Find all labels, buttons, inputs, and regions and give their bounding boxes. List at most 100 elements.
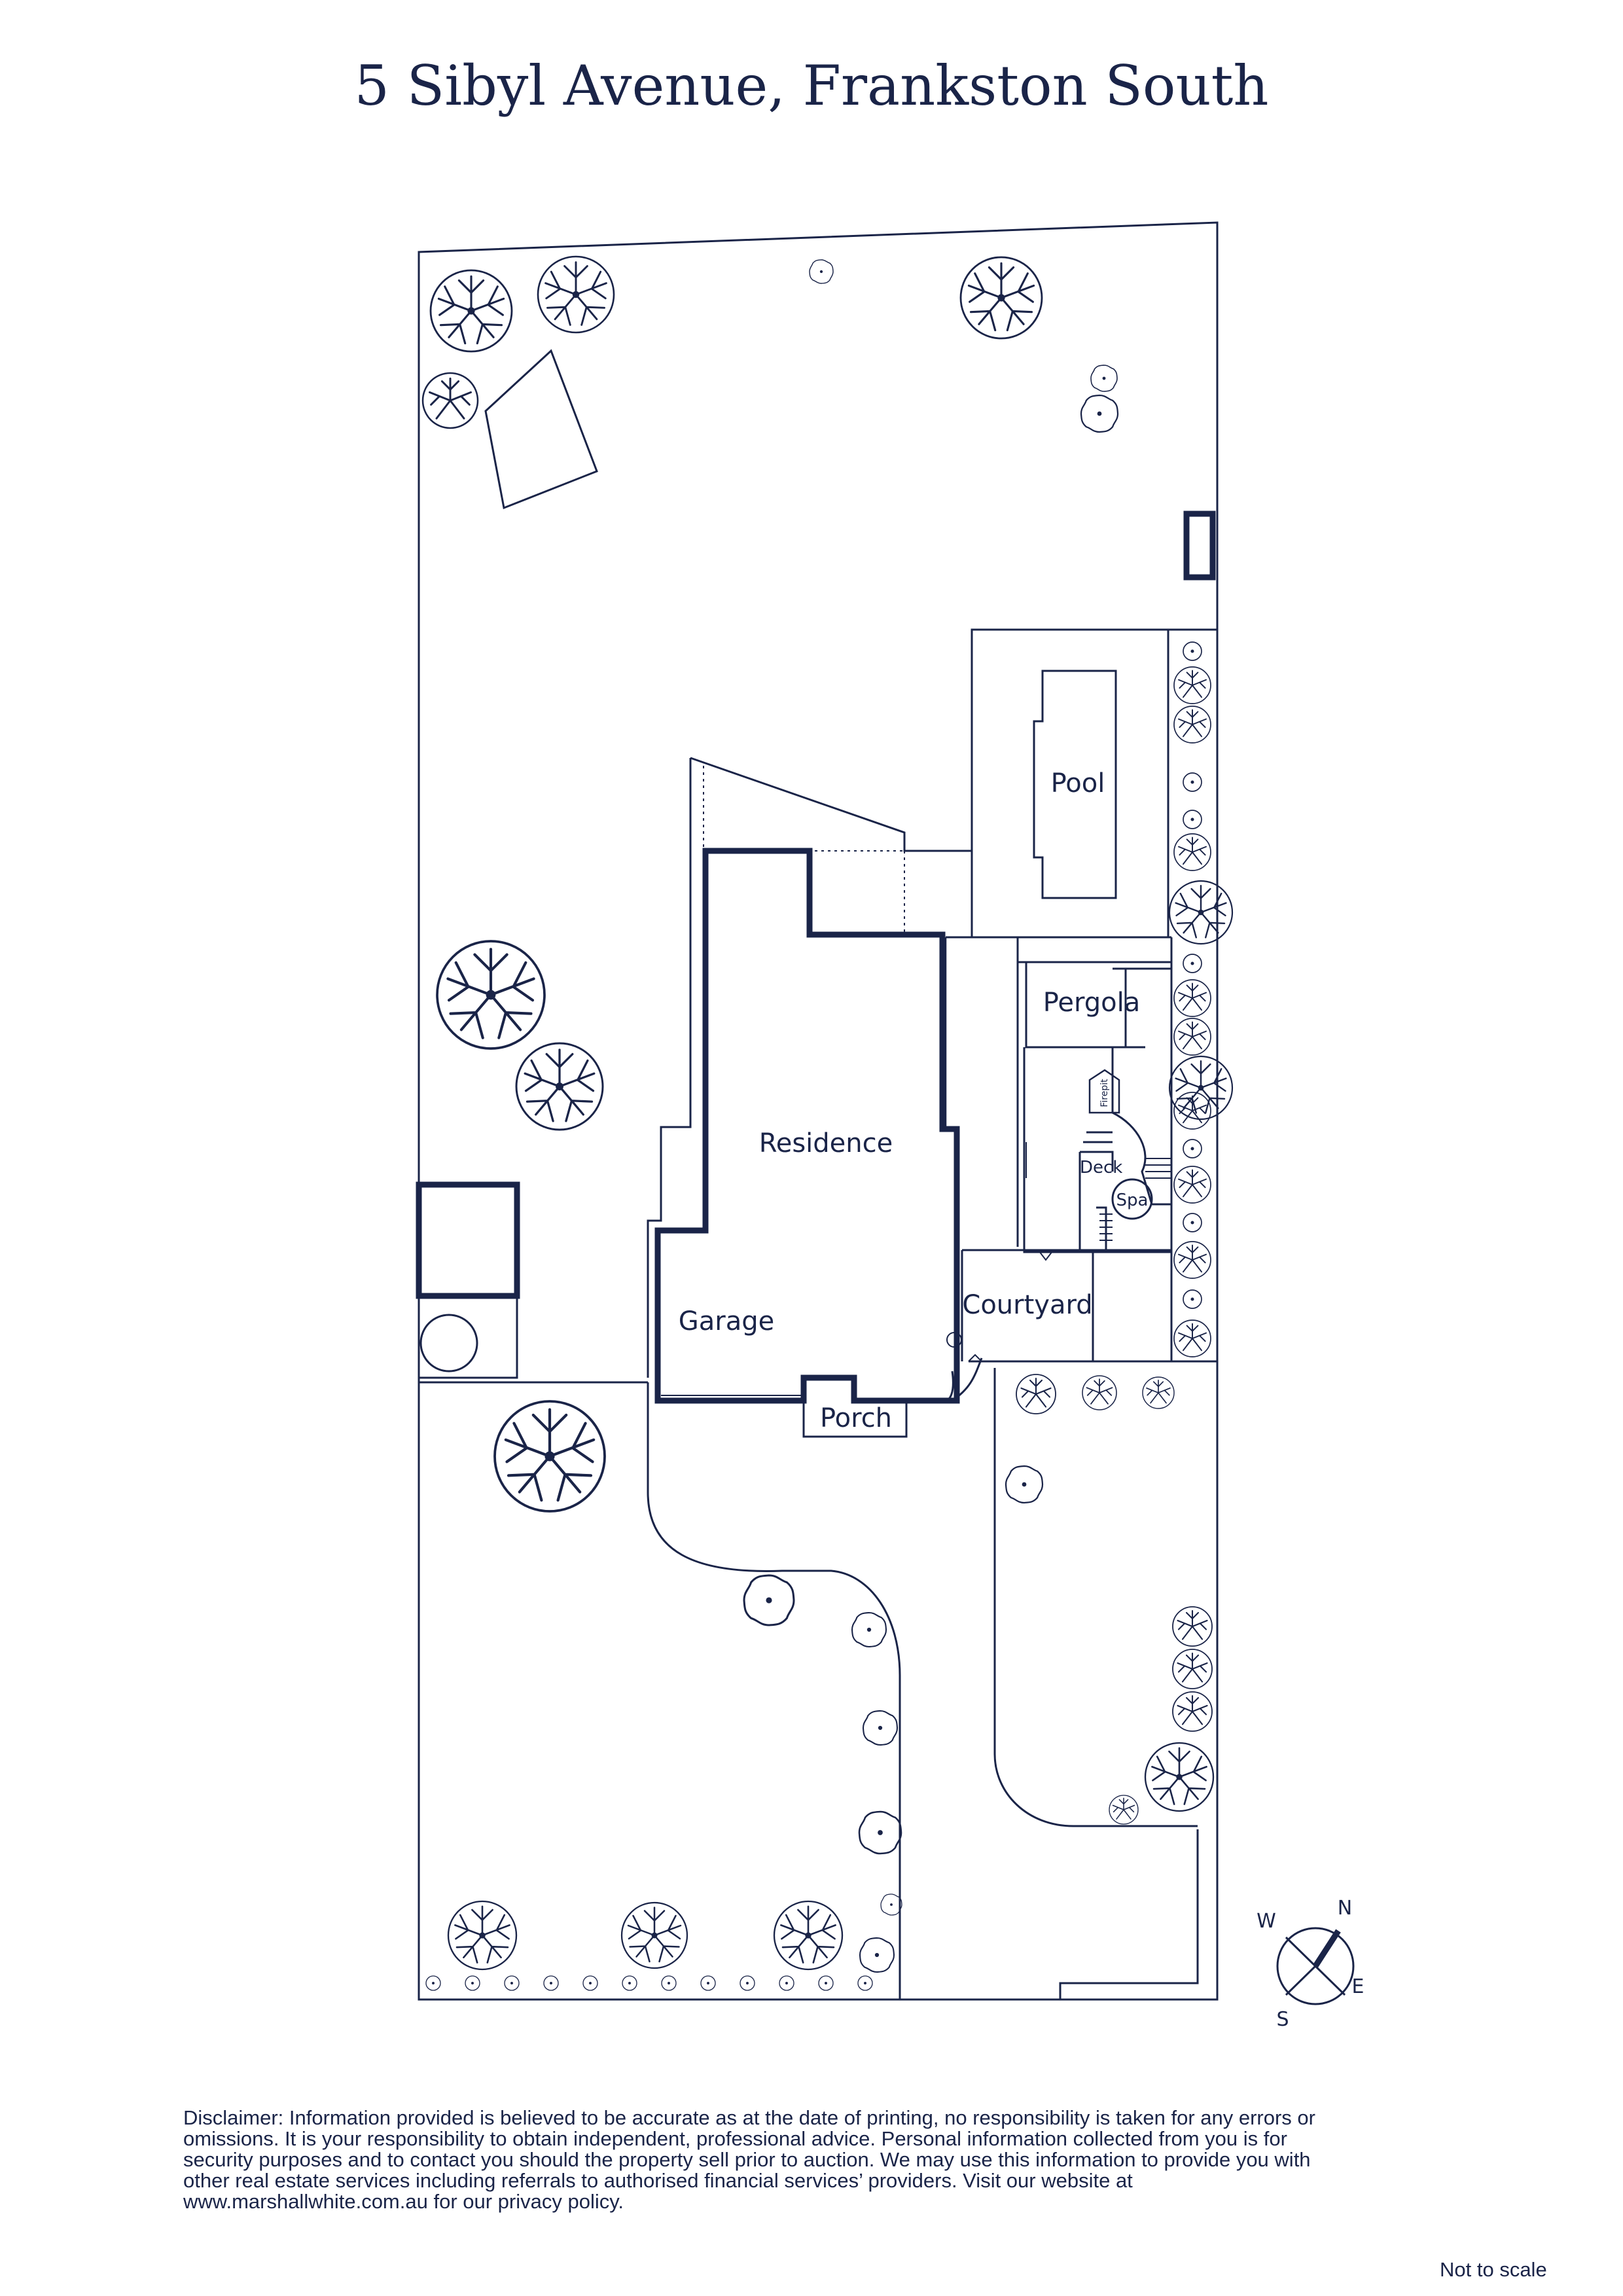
left-outbuilding	[416, 1181, 520, 1299]
left-outbuilding-yard	[418, 1296, 518, 1379]
hedge-dot	[779, 1976, 794, 1990]
hedge-dot	[622, 1976, 637, 1990]
hedge-dot	[1183, 773, 1202, 791]
hedge-dot	[505, 1976, 519, 1990]
tree	[1173, 706, 1211, 744]
tree	[538, 257, 614, 332]
scale-note: Not to scale	[1440, 2258, 1547, 2281]
tree	[1173, 833, 1211, 871]
tree	[448, 1901, 516, 1969]
tree	[431, 270, 512, 351]
tree	[1169, 881, 1232, 944]
tree	[1173, 666, 1211, 704]
shrub	[1006, 1466, 1043, 1503]
water-tank	[419, 1314, 478, 1372]
hedge-dot	[1183, 954, 1202, 973]
pergola-box	[1025, 985, 1145, 1049]
shrub	[881, 1894, 902, 1915]
hedge-dot	[465, 1976, 480, 1990]
label-spa: Spa	[1116, 1191, 1149, 1210]
gate-marks	[968, 1251, 1053, 1362]
shrub	[1081, 395, 1118, 432]
tree	[1173, 1241, 1211, 1279]
driveway-right	[945, 1368, 1198, 1827]
shrub	[860, 1938, 894, 1972]
property-boundary	[418, 221, 1219, 2001]
deck-zone	[946, 936, 1171, 1247]
spa-circle	[1111, 1178, 1153, 1220]
side-fence-left	[647, 758, 692, 1378]
tree	[495, 1401, 605, 1511]
path-edge	[952, 1357, 983, 1402]
hedge-dot	[1183, 1213, 1202, 1232]
label-garage: Garage	[679, 1306, 774, 1336]
hedge-dot	[1183, 1290, 1202, 1308]
tree	[961, 257, 1042, 338]
meter-box	[946, 1332, 962, 1348]
tree	[622, 1903, 687, 1968]
hedge-dot	[544, 1976, 558, 1990]
label-firepit: Firepit	[1099, 1079, 1110, 1107]
label-residence: Residence	[759, 1128, 893, 1158]
label-pool: Pool	[1051, 768, 1105, 798]
shrub	[1091, 365, 1117, 391]
label-pergola: Pergola	[1043, 988, 1141, 1018]
hedge-dot	[740, 1976, 755, 1990]
shrub	[744, 1575, 794, 1625]
dashed-line	[703, 766, 905, 937]
hedge-dot	[1183, 810, 1202, 829]
compass-w: W	[1257, 1910, 1276, 1933]
label-porch: Porch	[820, 1403, 892, 1433]
compass-n: N	[1338, 1897, 1352, 1920]
label-deck: Deck	[1080, 1158, 1122, 1177]
hedge-dot	[1183, 1139, 1202, 1158]
deck-steps-lower	[1099, 1213, 1113, 1241]
compass-needle-south	[1285, 1965, 1317, 1996]
shrub	[810, 260, 833, 283]
hedge-dot	[426, 1976, 440, 1990]
porch-outline	[802, 1401, 908, 1438]
hedge-dot	[701, 1976, 715, 1990]
tree	[437, 941, 544, 1049]
pool-outline	[1033, 670, 1117, 899]
compass-e: E	[1352, 1975, 1364, 1998]
label-courtyard: Courtyard	[962, 1290, 1092, 1320]
shrubs	[744, 260, 1118, 1972]
compass: N W E S	[1257, 1897, 1364, 2031]
boundary-notch	[1059, 1829, 1199, 2000]
deck-outline	[1023, 1047, 1171, 1253]
tree	[1171, 1605, 1213, 1647]
hedge-dot	[583, 1976, 597, 1990]
tree	[774, 1901, 842, 1969]
firepit-shape	[1088, 1069, 1120, 1114]
tree	[1173, 1319, 1211, 1357]
hedge-dot	[858, 1976, 872, 1990]
tree	[1142, 1376, 1175, 1409]
shrub	[863, 1711, 897, 1745]
compass-s: S	[1276, 2008, 1289, 2031]
tree	[421, 372, 479, 429]
hedge-dot	[819, 1976, 833, 1990]
tree	[1082, 1375, 1117, 1410]
deck-steps	[1145, 1158, 1171, 1179]
tree	[1015, 1373, 1057, 1415]
tree	[1109, 1795, 1139, 1825]
hedge-dot	[662, 1976, 676, 1990]
tree	[1173, 1018, 1211, 1056]
shed-box	[1183, 511, 1216, 581]
shed-outline	[484, 349, 598, 510]
tree	[1145, 1743, 1213, 1811]
tree	[516, 1043, 603, 1130]
driveway-left	[647, 1382, 901, 2000]
residence-outline	[654, 848, 960, 1404]
page-title: 5 Sibyl Avenue, Frankston South	[355, 54, 1269, 118]
compass-ring	[1276, 1927, 1355, 2005]
compass-needle-north	[1313, 1929, 1341, 1968]
side-fence	[690, 757, 973, 939]
hedge-dot	[1183, 642, 1202, 660]
tree	[1171, 1691, 1213, 1732]
tree	[1173, 1166, 1211, 1204]
disclaimer-text: Disclaimer: Information provided is beli…	[183, 2106, 1315, 2213]
tree	[1171, 1648, 1213, 1690]
